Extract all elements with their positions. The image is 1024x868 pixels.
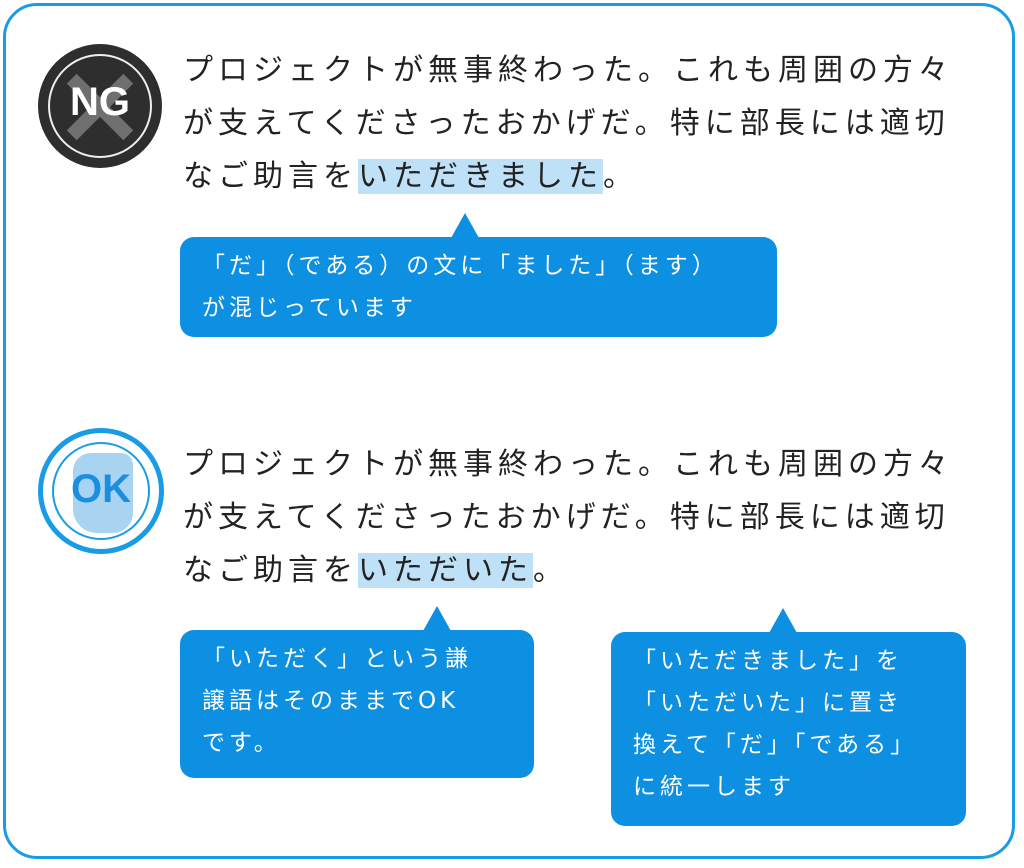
note-line: 「いただいた」に置き — [633, 690, 903, 716]
note-line: 換えて「だ」「である」 — [633, 732, 918, 758]
content-frame — [3, 3, 1015, 859]
ok-line-end: 。 — [533, 553, 568, 588]
ok-line: なご助言を — [183, 553, 358, 588]
ok-badge-icon: OK — [38, 428, 164, 554]
ok-note-bubble-1: 「いただく」という謙 譲語はそのままでOK です。 — [180, 606, 534, 778]
ok-example-text: プロジェクトが無事終わった。これも周囲の方々 が支えてくださったおかげだ。特に部… — [183, 438, 983, 597]
ok-badge-label: OK — [71, 467, 131, 511]
note-line: 譲語はそのままでOK — [202, 688, 460, 714]
note-line: です。 — [202, 730, 281, 756]
ng-line: なご助言を — [183, 159, 358, 194]
ok-highlight: いただいた — [358, 553, 533, 588]
note-line: 「だ」（である）の文に「ました」（ます） — [202, 253, 719, 279]
thumbs-up-icon — [73, 453, 133, 533]
note-line: 「いただく」という謙 — [202, 646, 472, 672]
ng-line: プロジェクトが無事終わった。これも周囲の方々 — [183, 53, 953, 88]
note-line: に統一します — [633, 774, 795, 800]
ng-note-bubble: 「だ」（である）の文に「ました」（ます） が混じっています — [180, 213, 777, 337]
ng-highlight: いただきました — [358, 159, 603, 194]
ok-line: が支えてくださったおかげだ。特に部長には適切 — [183, 500, 950, 535]
ng-line: が支えてくださったおかげだ。特に部長には適切 — [183, 106, 950, 141]
ng-example-text: プロジェクトが無事終わった。これも周囲の方々 が支えてくださったおかげだ。特に部… — [183, 44, 983, 203]
ok-note-bubble-2: 「いただきました」を 「いただいた」に置き 換えて「だ」「である」 に統一します — [611, 608, 966, 826]
note-line: が混じっています — [202, 295, 417, 321]
ng-badge-label: NG — [70, 80, 130, 124]
note-line: 「いただきました」を — [633, 648, 903, 674]
ng-badge-icon: NG — [38, 44, 162, 168]
ok-line: プロジェクトが無事終わった。これも周囲の方々 — [183, 447, 953, 482]
ng-line-end: 。 — [603, 159, 638, 194]
